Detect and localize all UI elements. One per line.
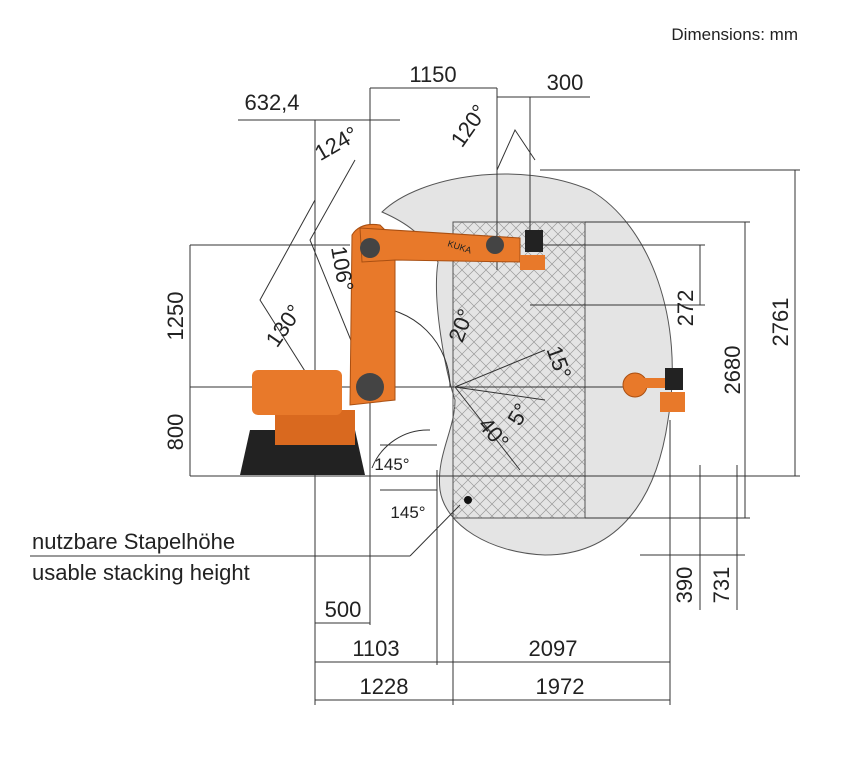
dim-1250: 1250 [163, 292, 188, 341]
angle-130: 130° [261, 300, 308, 352]
rotating-column [275, 410, 355, 445]
angle-120: 120° [446, 100, 493, 152]
angle-124: 124° [310, 121, 362, 165]
dim-2680: 2680 [720, 346, 745, 395]
dim-731: 731 [709, 567, 734, 604]
robot-illustration: KUKA [240, 224, 685, 475]
dim-1972: 1972 [536, 674, 585, 699]
dim-2761: 2761 [768, 298, 793, 347]
dim-1228: 1228 [360, 674, 409, 699]
dim-2097: 2097 [529, 636, 578, 661]
dim-1103: 1103 [352, 636, 399, 661]
reference-point [464, 496, 472, 504]
dim-500: 500 [325, 597, 362, 622]
dim-300: 300 [547, 70, 584, 95]
dim-800: 800 [163, 414, 188, 451]
legend-german: nutzbare Stapelhöhe [32, 529, 235, 554]
link-arm [349, 224, 396, 406]
wrist-flange [525, 230, 543, 252]
dim-1150: 1150 [409, 62, 456, 87]
angle-145-lower: 145° [390, 503, 425, 522]
legend-english: usable stacking height [32, 560, 250, 585]
counterbalance [252, 370, 342, 415]
angle-145-upper: 145° [374, 455, 409, 474]
wrist-flange-extended [665, 368, 683, 390]
units-label: Dimensions: mm [671, 25, 798, 44]
dim-632-4: 632,4 [244, 90, 299, 115]
dim-272: 272 [673, 290, 698, 327]
dim-390: 390 [672, 567, 697, 604]
